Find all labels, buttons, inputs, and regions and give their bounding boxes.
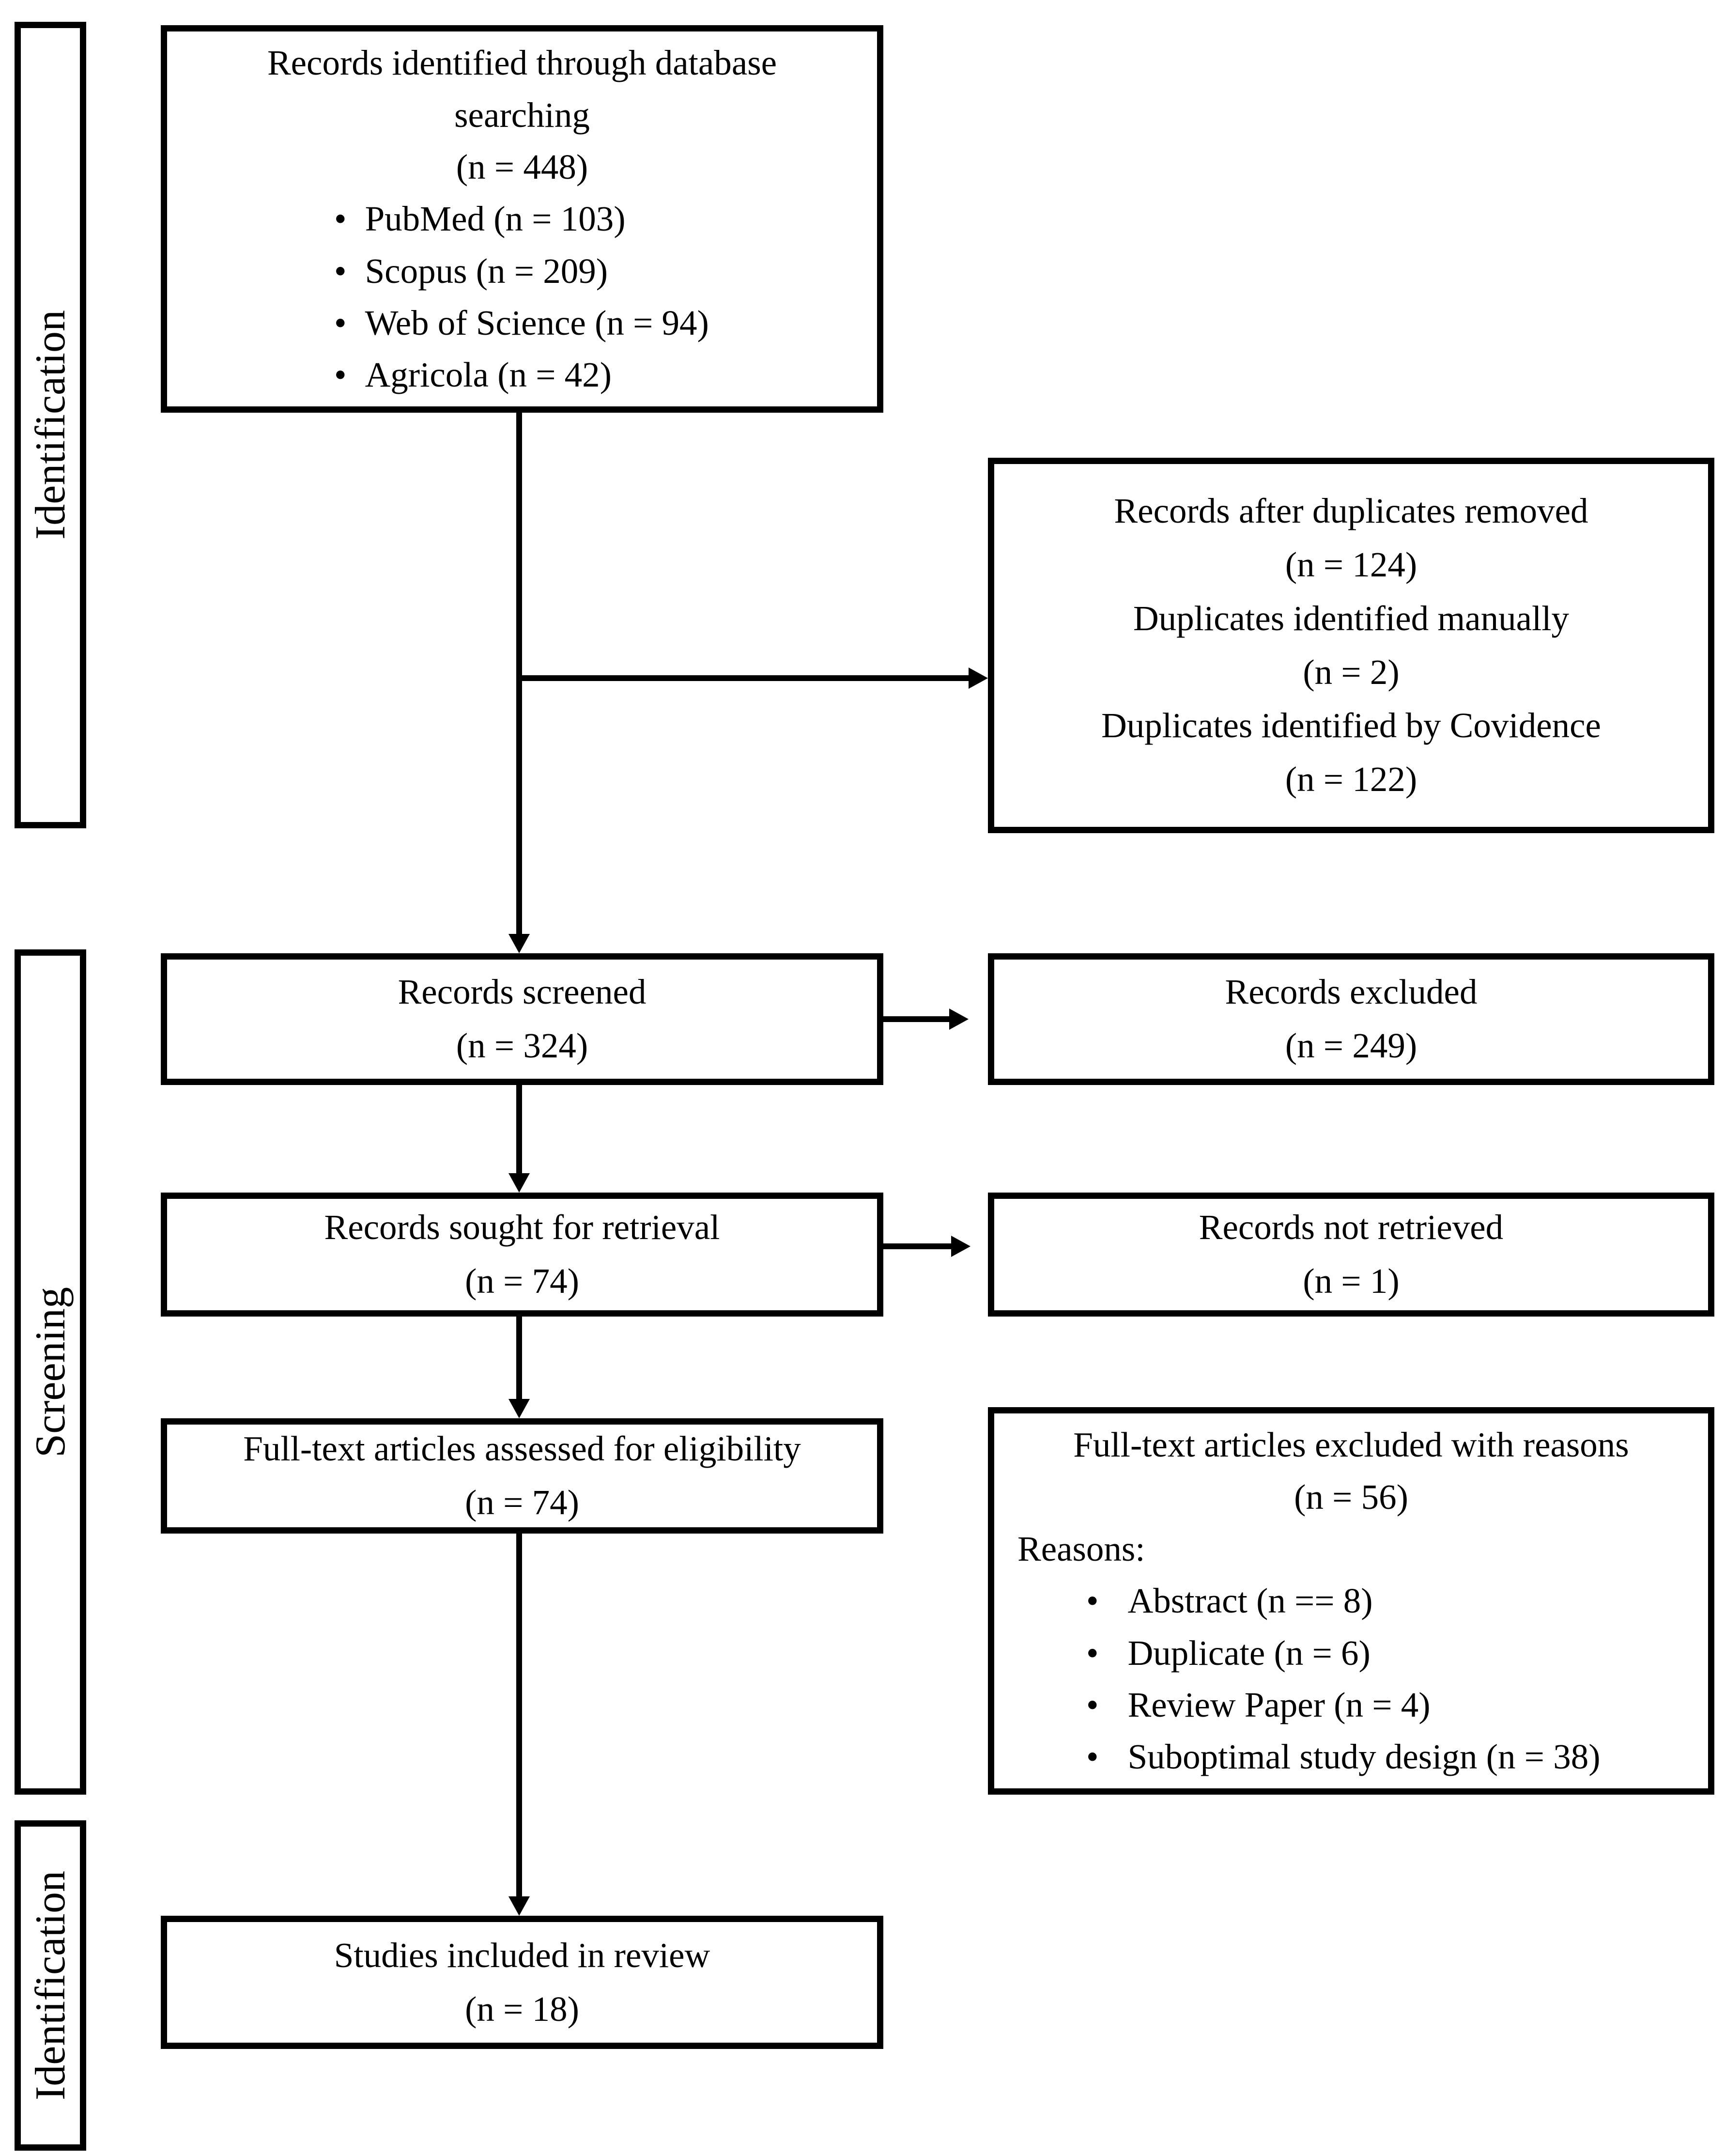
database-agricola: Agricola (n = 42) — [365, 355, 612, 395]
bullet-icon: • — [1086, 1685, 1099, 1724]
stage-screening: Screening — [15, 949, 86, 1795]
box-studies-included: Studies included in review (n = 18) — [161, 1916, 883, 2049]
arrow-screened-to-sought — [508, 1085, 530, 1193]
list-item: • PubMed (n = 103) — [334, 193, 709, 245]
fulltext-count: (n = 74) — [465, 1483, 579, 1522]
database-pubmed: PubMed (n = 103) — [365, 199, 626, 239]
screened-count: (n = 324) — [456, 1026, 588, 1065]
arrow-branch-to-duplicates — [516, 667, 988, 689]
arrow-shaft — [516, 675, 969, 681]
box-duplicates-removed: Records after duplicates removed (n = 12… — [988, 458, 1714, 833]
list-item: • Suboptimal study design (n = 38) — [1086, 1731, 1601, 1783]
reason-abstract: Abstract (n == 8) — [1127, 1581, 1373, 1621]
list-item: • Review Paper (n = 4) — [1086, 1679, 1601, 1731]
list-item: • Web of Science (n = 94) — [334, 297, 709, 349]
reasons-label: Reasons: — [1017, 1529, 1145, 1569]
excluded-count: (n = 249) — [1285, 1026, 1417, 1065]
bullet-icon: • — [334, 251, 347, 291]
reasons-bullet-list: • Abstract (n == 8) • Duplicate (n = 6) … — [1086, 1575, 1601, 1783]
box-records-identified-line1: Records identified through database — [267, 43, 777, 83]
stage-screening-label: Screening — [27, 1287, 74, 1458]
arrow-screened-to-excluded — [883, 1008, 969, 1030]
included-count: (n = 18) — [465, 1989, 579, 2029]
sought-count: (n = 74) — [465, 1261, 579, 1301]
included-line: Studies included in review — [334, 1935, 710, 1975]
duplicates-covidence-count: (n = 122) — [1285, 760, 1417, 799]
duplicates-covidence-line: Duplicates identified by Covidence — [1101, 706, 1601, 745]
stage-identification-top: Identification — [15, 22, 86, 828]
sought-line: Records sought for retrieval — [324, 1208, 720, 1247]
excluded-line: Records excluded — [1225, 972, 1478, 1012]
arrow-shaft — [516, 1317, 522, 1399]
fulltext-excluded-line: Full-text articles excluded with reasons — [1073, 1425, 1629, 1465]
duplicates-count: (n = 124) — [1285, 544, 1417, 584]
arrow-sought-to-fulltext — [508, 1317, 530, 1418]
bullet-icon: • — [1086, 1581, 1099, 1621]
arrow-shaft — [883, 1243, 952, 1249]
arrowhead-right-icon — [951, 1236, 970, 1257]
arrowhead-down-icon — [508, 1399, 530, 1418]
arrowhead-down-icon — [508, 1173, 530, 1193]
arrow-shaft — [516, 1085, 522, 1174]
not-retrieved-count: (n = 1) — [1303, 1261, 1400, 1301]
reason-duplicate: Duplicate (n = 6) — [1127, 1633, 1371, 1673]
list-item: • Abstract (n == 8) — [1086, 1575, 1601, 1627]
arrow-shaft — [516, 413, 522, 934]
box-records-identified-count: (n = 448) — [456, 147, 588, 187]
reason-suboptimal-design: Suboptimal study design (n = 38) — [1127, 1737, 1601, 1777]
database-bullet-list: • PubMed (n = 103) • Scopus (n = 209) • … — [334, 193, 709, 401]
box-records-sought: Records sought for retrieval (n = 74) — [161, 1193, 883, 1317]
stage-identification-bottom: Identification — [15, 1820, 86, 2151]
not-retrieved-line: Records not retrieved — [1199, 1208, 1504, 1247]
list-item: • Agricola (n = 42) — [334, 349, 709, 401]
database-web-of-science: Web of Science (n = 94) — [365, 303, 709, 342]
database-scopus: Scopus (n = 209) — [365, 251, 608, 291]
box-fulltext-assessed: Full-text articles assessed for eligibil… — [161, 1418, 883, 1534]
arrowhead-right-icon — [949, 1008, 969, 1030]
bullet-icon: • — [334, 199, 347, 239]
box-records-screened: Records screened (n = 324) — [161, 953, 883, 1085]
bullet-icon: • — [1086, 1737, 1099, 1777]
stage-identification-top-label: Identification — [27, 310, 74, 540]
box-records-excluded: Records excluded (n = 249) — [988, 953, 1714, 1085]
arrowhead-right-icon — [969, 667, 988, 689]
bullet-icon: • — [334, 355, 347, 395]
stage-identification-bottom-label: Identification — [27, 1870, 74, 2101]
box-fulltext-excluded: Full-text articles excluded with reasons… — [988, 1407, 1714, 1795]
reason-review-paper: Review Paper (n = 4) — [1127, 1685, 1431, 1724]
box-records-identified: Records identified through database sear… — [161, 25, 883, 413]
list-item: • Duplicate (n = 6) — [1086, 1627, 1601, 1679]
box-records-not-retrieved: Records not retrieved (n = 1) — [988, 1193, 1714, 1317]
duplicates-manual-line: Duplicates identified manually — [1133, 598, 1570, 638]
screened-line: Records screened — [398, 972, 647, 1012]
arrowhead-down-icon — [508, 934, 530, 953]
arrow-fulltext-to-included — [508, 1534, 530, 1916]
bullet-icon: • — [334, 303, 347, 342]
fulltext-line: Full-text articles assessed for eligibil… — [243, 1429, 801, 1469]
duplicates-line: Records after duplicates removed — [1114, 491, 1588, 530]
arrow-shaft — [883, 1016, 950, 1022]
list-item: • Scopus (n = 209) — [334, 245, 709, 297]
arrow-shaft — [516, 1534, 522, 1897]
bullet-icon: • — [1086, 1633, 1099, 1673]
arrow-sought-to-not-retrieved — [883, 1236, 970, 1257]
arrow-identified-to-screened — [508, 413, 530, 953]
fulltext-excluded-count: (n = 56) — [1294, 1477, 1408, 1517]
arrowhead-down-icon — [508, 1896, 530, 1916]
duplicates-manual-count: (n = 2) — [1303, 652, 1400, 692]
box-records-identified-line2: searching — [454, 95, 590, 135]
